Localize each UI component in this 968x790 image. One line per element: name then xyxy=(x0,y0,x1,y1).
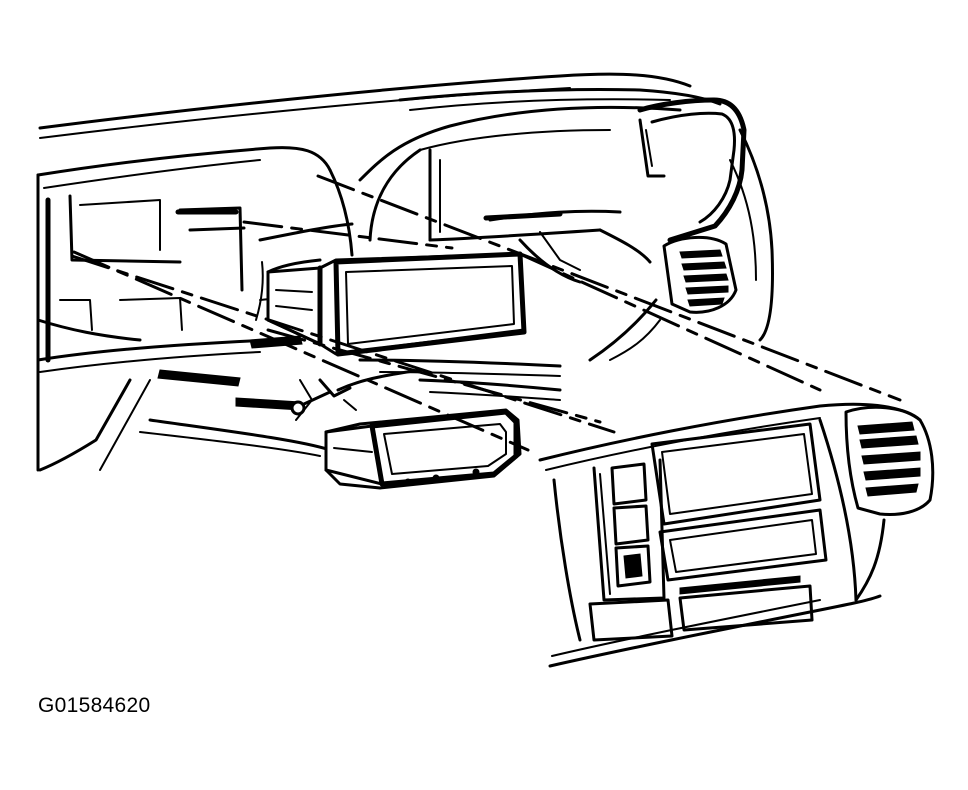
cluster-bezel xyxy=(637,97,774,342)
upper-storage-compartment xyxy=(266,251,527,357)
center-console-panel xyxy=(538,402,922,668)
upper-dash-outline xyxy=(38,72,722,139)
right-lower-air-vent xyxy=(844,405,935,516)
right-upper-air-vent xyxy=(662,235,738,314)
left-dash-structure xyxy=(36,146,422,472)
lower-storage-compartment xyxy=(324,408,522,490)
figure-code: G01584620 xyxy=(38,694,151,717)
alignment-lines xyxy=(70,174,902,452)
mounting-hardware xyxy=(249,335,357,416)
